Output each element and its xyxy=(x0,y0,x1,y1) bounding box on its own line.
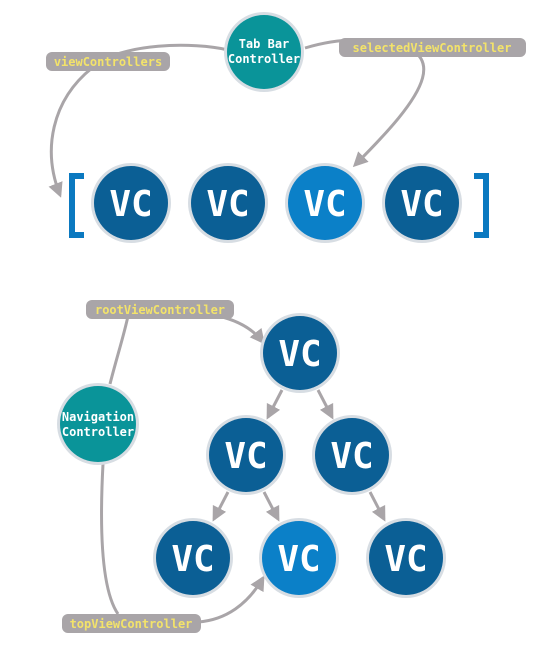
nav-vc-l2-b-label: VC xyxy=(277,539,320,580)
top-view-controller-label: topViewController xyxy=(70,617,193,631)
connector-top-view-controller xyxy=(197,575,265,624)
root-view-controller-label: rootViewController xyxy=(95,303,225,317)
edge-root-l1-right xyxy=(316,389,334,420)
navigation-controller-label-line2: Controller xyxy=(62,425,134,439)
selected-view-controller-label: selectedViewController xyxy=(353,41,512,55)
tab-vc-3-label: VC xyxy=(303,184,346,225)
tab-vc-1: VC xyxy=(91,163,171,243)
tab-vc-2: VC xyxy=(188,163,268,243)
navigation-section: Navigation Controller rootViewController… xyxy=(57,300,446,633)
edge-l1-right-l2-c xyxy=(368,491,386,522)
view-controllers-label: viewControllers xyxy=(54,55,162,69)
nav-vc-root: VC xyxy=(260,313,340,393)
connector-root-line xyxy=(108,315,130,385)
connector-selected-view-controller xyxy=(304,38,426,168)
nav-vc-l1-left: VC xyxy=(206,415,286,495)
nav-vc-l2-b-top: VC xyxy=(259,518,339,598)
tab-vc-1-label: VC xyxy=(109,184,152,225)
nav-vc-l2-c-label: VC xyxy=(384,539,427,580)
navigation-controller: Navigation Controller xyxy=(57,383,139,465)
tab-bar-section: Tab Bar Controller viewControllers selec… xyxy=(46,12,526,243)
edge-root-l1-left xyxy=(266,389,284,420)
nav-vc-l1-right: VC xyxy=(312,415,392,495)
tab-vc-3-selected: VC xyxy=(285,163,365,243)
tab-bar-controller-label-line2: Controller xyxy=(228,52,300,66)
bracket-open xyxy=(69,173,84,238)
nav-vc-l1-left-label: VC xyxy=(224,436,267,477)
tab-vc-4: VC xyxy=(382,163,462,243)
bracket-close xyxy=(474,173,489,238)
nav-vc-root-label: VC xyxy=(278,334,321,375)
nav-vc-l2-c: VC xyxy=(366,518,446,598)
connector-root-view-controller xyxy=(217,314,265,345)
selected-view-controller-pill: selectedViewController xyxy=(339,38,526,57)
root-view-controller-pill: rootViewController xyxy=(86,300,234,319)
edge-l1-left-l2-b xyxy=(262,491,280,522)
tab-bar-controller: Tab Bar Controller xyxy=(224,12,304,92)
tab-bar-controller-label-line1: Tab Bar xyxy=(239,37,290,51)
top-view-controller-pill: topViewController xyxy=(62,614,201,633)
tab-vc-2-label: VC xyxy=(206,184,249,225)
nav-vc-l2-a-label: VC xyxy=(171,539,214,580)
connector-top-line xyxy=(100,463,120,615)
nav-vc-l2-a: VC xyxy=(153,518,233,598)
nav-vc-l1-right-label: VC xyxy=(330,436,373,477)
edge-l1-left-l2-a xyxy=(212,491,230,522)
view-controllers-pill: viewControllers xyxy=(46,52,170,71)
tab-vc-4-label: VC xyxy=(400,184,443,225)
navigation-controller-label-line1: Navigation xyxy=(62,410,134,424)
